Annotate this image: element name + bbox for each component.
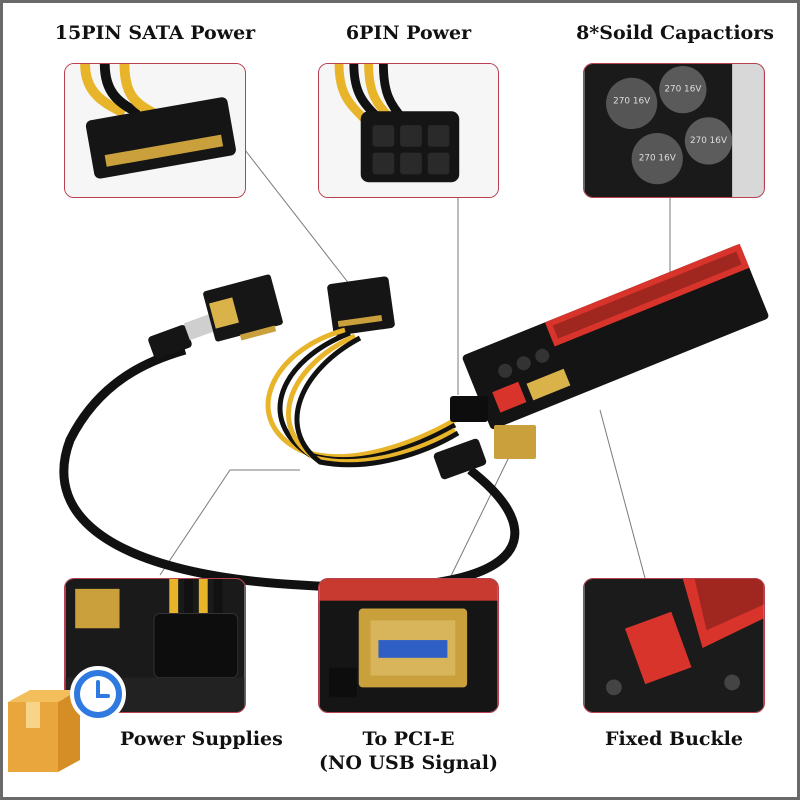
riser-board [462, 243, 769, 430]
label-sata-power: 15PIN SATA Power [54, 22, 256, 44]
usb-plug-right [433, 438, 487, 480]
usb-socket [494, 425, 536, 459]
callout-sata-power [64, 63, 246, 198]
callout-power-supplies [64, 578, 246, 713]
callout-capacitors: 270 16V 270 16V 270 16V 270 16V [583, 63, 765, 198]
callout-to-pcie [318, 578, 499, 713]
capacitor-marking: 270 16V [664, 85, 701, 95]
usb-port-closeup [319, 579, 498, 712]
capacitor-4: 270 16V [684, 117, 733, 165]
callout-6pin-power [318, 63, 499, 198]
clock-icon [70, 666, 126, 722]
label-to-pcie-line1: To PCI-E [362, 728, 455, 750]
sata-connector-closeup [65, 64, 245, 197]
power-supply-closeup [65, 579, 245, 712]
usb-cable [59, 345, 520, 592]
pcie-x1-adapter [203, 274, 283, 342]
six-pin-connector-closeup [319, 64, 498, 197]
power-wires [265, 327, 460, 468]
capacitor-1: 270 16V [606, 77, 658, 130]
capacitor-2: 270 16V [659, 65, 707, 114]
capacitor-marking: 270 16V [613, 96, 650, 106]
capacitor-marking: 270 16V [690, 136, 727, 146]
package-box-icon [8, 690, 80, 772]
capacitor-marking: 270 16V [639, 154, 676, 164]
capacitors-closeup: 270 16V 270 16V 270 16V 270 16V [584, 64, 764, 197]
label-6pin-power: 6PIN Power [345, 22, 472, 44]
label-to-pcie-line2: (NO USB Signal) [318, 752, 499, 774]
label-capacitors: 8*Soild Capactiors [576, 22, 774, 44]
capacitor-3: 270 16V [631, 132, 683, 185]
sata-connector-mid [327, 276, 395, 336]
label-fixed-buckle: Fixed Buckle [605, 728, 743, 750]
label-power-supplies: Power Supplies [120, 728, 283, 750]
fixed-buckle-closeup [584, 579, 764, 712]
leader-lines [159, 149, 671, 579]
usb-plug-left [148, 313, 219, 359]
six-pin-connector [450, 396, 488, 422]
callout-fixed-buckle [583, 578, 765, 713]
overlay-icons [8, 666, 126, 772]
